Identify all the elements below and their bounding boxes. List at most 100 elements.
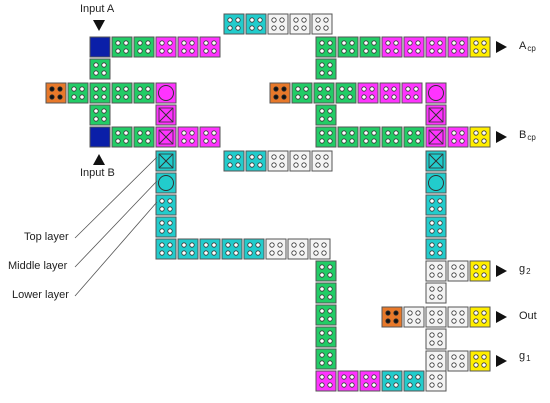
lower-layer-label: Lower layer (12, 289, 69, 301)
pointer-line (74, 180, 158, 268)
lego-brick (243, 238, 265, 260)
lego-brick (381, 370, 403, 392)
lego-brick (315, 282, 337, 304)
lego-brick (309, 238, 331, 260)
pointer-line (74, 156, 158, 239)
lego-brick (469, 306, 491, 328)
lego-brick (425, 216, 447, 238)
lego-brick (381, 126, 403, 148)
lego-brick (403, 370, 425, 392)
lego-brick (401, 82, 423, 104)
middle-layer-label: Middle layer (8, 260, 68, 272)
lego-brick (447, 260, 469, 282)
lego-brick (425, 238, 447, 260)
lego-brick (221, 238, 243, 260)
brick-grid (45, 13, 491, 392)
lego-brick (133, 126, 155, 148)
lego-brick (155, 150, 177, 172)
lego-brick (359, 370, 381, 392)
lego-brick (447, 306, 469, 328)
port-g2: g2 (519, 263, 531, 276)
lego-brick (359, 126, 381, 148)
lego-brick (425, 282, 447, 304)
lego-brick (111, 36, 133, 58)
lego-brick (315, 36, 337, 58)
lego-brick (267, 13, 289, 35)
lego-brick (425, 306, 447, 328)
lego-brick (315, 58, 337, 80)
lego-brick (447, 126, 469, 148)
lego-brick (289, 150, 311, 172)
lego-brick (155, 82, 177, 104)
lego-brick (337, 370, 359, 392)
lego-brick (403, 306, 425, 328)
lego-brick (425, 82, 447, 104)
lego-brick (425, 36, 447, 58)
port-out: Out (519, 310, 537, 322)
top-layer-label: Top layer (24, 231, 69, 243)
lego-brick (267, 150, 289, 172)
input-a-arrow (93, 20, 105, 31)
lego-brick (287, 238, 309, 260)
lego-brick (379, 82, 401, 104)
layer-pointer-lines (74, 156, 158, 297)
lego-brick (177, 126, 199, 148)
lego-brick (89, 58, 111, 80)
lego-brick (469, 126, 491, 148)
lego-brick (155, 36, 177, 58)
lego-brick (67, 82, 89, 104)
output-arrow (496, 41, 507, 53)
lego-brick (269, 82, 291, 104)
lego-brick (313, 82, 335, 104)
lego-brick (177, 238, 199, 260)
output-arrow (496, 311, 507, 323)
lego-brick (133, 36, 155, 58)
lego-brick (245, 150, 267, 172)
port-g1: g1 (519, 350, 531, 363)
lego-brick (311, 13, 333, 35)
lego-brick (469, 36, 491, 58)
lego-brick (381, 36, 403, 58)
lego-brick (199, 126, 221, 148)
lego-brick (223, 13, 245, 35)
lego-brick (311, 150, 333, 172)
lego-brick (315, 260, 337, 282)
output-arrow (496, 131, 507, 143)
lego-brick (335, 82, 357, 104)
lego-brick (89, 82, 111, 104)
lego-brick (425, 172, 447, 194)
lego-brick (425, 370, 447, 392)
arrow-markers (93, 20, 507, 367)
lego-brick (403, 36, 425, 58)
lego-brick (381, 306, 403, 328)
lego-brick (155, 172, 177, 194)
lego-brick (315, 326, 337, 348)
lego-brick (425, 350, 447, 372)
lego-brick (447, 36, 469, 58)
lego-brick (133, 82, 155, 104)
input-b-label: Input B (80, 167, 115, 179)
lego-brick (177, 36, 199, 58)
lego-brick (223, 150, 245, 172)
output-arrow (496, 355, 507, 367)
lego-brick (337, 126, 359, 148)
lego-brick (469, 350, 491, 372)
lego-brick (45, 82, 67, 104)
lego-brick (357, 82, 379, 104)
lego-brick (359, 36, 381, 58)
lego-brick (245, 13, 267, 35)
lego-brick (155, 238, 177, 260)
port-b-cp: Bcp (519, 129, 536, 142)
lego-brick (315, 370, 337, 392)
lego-brick (89, 126, 111, 148)
lego-brick (199, 36, 221, 58)
lego-brick (89, 36, 111, 58)
lego-brick (289, 13, 311, 35)
port-a-cp: Acp (519, 40, 536, 53)
lego-brick (155, 194, 177, 216)
pointer-line (74, 201, 158, 297)
lego-brick (315, 104, 337, 126)
lego-brick (425, 194, 447, 216)
lego-brick (425, 126, 447, 148)
